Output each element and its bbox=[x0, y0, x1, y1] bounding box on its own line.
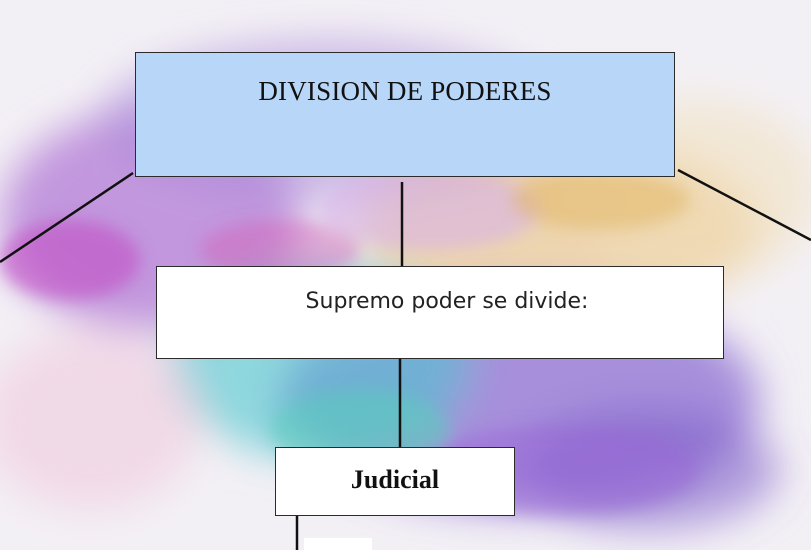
subtitle-box: Supremo poder se divide: bbox=[156, 266, 724, 359]
title-box: DIVISION DE PODERES bbox=[135, 52, 675, 177]
judicial-box: Judicial bbox=[275, 447, 515, 516]
connector-left bbox=[0, 171, 134, 264]
diagram-title: DIVISION DE PODERES bbox=[258, 76, 552, 106]
diagram-subtitle: Supremo poder se divide: bbox=[305, 289, 589, 314]
judicial-label: Judicial bbox=[350, 465, 440, 494]
connector-right bbox=[677, 168, 811, 242]
offscreen-box-stub bbox=[304, 538, 372, 550]
